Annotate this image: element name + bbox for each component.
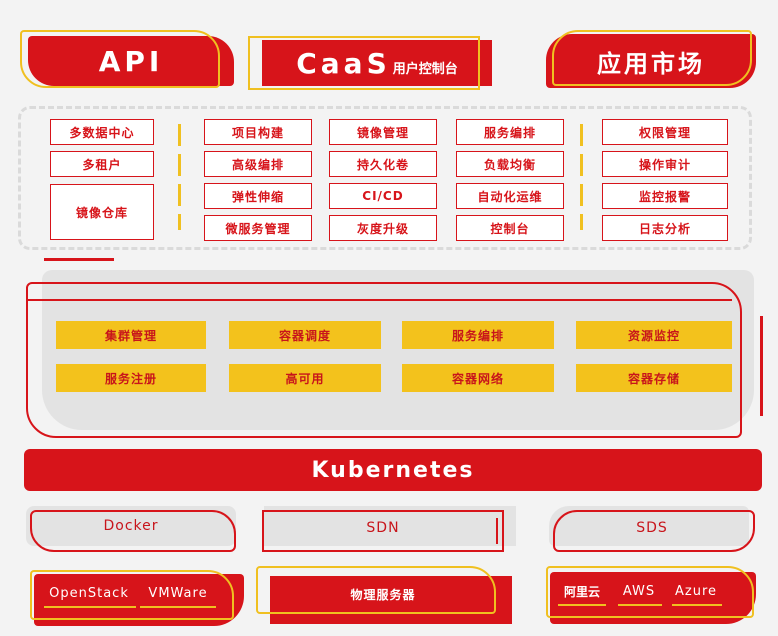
caas-label: CaaS — [296, 46, 391, 80]
kubernetes-label: Kubernetes — [311, 457, 475, 483]
col4-item-2-label: 自动化运维 — [477, 189, 543, 204]
core-row2-item-2-label: 容器网络 — [451, 371, 504, 386]
col1-item-0: 多数据中心 — [50, 119, 154, 145]
core-row2-item-0-label: 服务注册 — [104, 371, 157, 386]
col1-item-2-label: 镜像仓库 — [75, 205, 128, 220]
physical-server-block: 物理服务器 — [256, 566, 512, 626]
core-red-frame — [26, 282, 742, 438]
col5-item-1-label: 操作审计 — [638, 157, 691, 172]
col2-item-0: 项目构建 — [204, 119, 312, 145]
sdn-block: SDN — [262, 506, 516, 552]
col5-item-1: 操作审计 — [602, 151, 728, 177]
docker-label: Docker — [103, 518, 159, 534]
col3-item-1: 持久化卷 — [329, 151, 437, 177]
core-row2-item-1-label: 高可用 — [285, 371, 325, 386]
col1-item-0-label: 多数据中心 — [69, 125, 135, 140]
openstack-label: OpenStack — [49, 585, 129, 601]
api-label: API — [98, 44, 164, 78]
core-row1-item-1: 容器调度 — [229, 321, 381, 349]
col1-item-1: 多租户 — [50, 151, 154, 177]
col2-item-1: 高级编排 — [204, 151, 312, 177]
core-row1-item-1-label: 容器调度 — [278, 328, 331, 343]
col2-item-2: 弹性伸缩 — [204, 183, 312, 209]
col5-item-3: 日志分析 — [602, 215, 728, 241]
sds-label: SDS — [636, 520, 668, 536]
col1-item-2: 镜像仓库 — [50, 184, 154, 240]
core-top-line — [28, 299, 732, 301]
docker-block: Docker — [26, 506, 240, 552]
core-gray-band — [42, 270, 754, 430]
virtualization-block: OpenStack VMWare — [30, 570, 244, 626]
col2-item-0-label: 项目构建 — [231, 125, 284, 140]
aws-label: AWS — [622, 583, 656, 599]
col5-item-0-label: 权限管理 — [638, 125, 691, 140]
col5-item-2-label: 监控报警 — [638, 189, 691, 204]
core-row2-item-3-label: 容器存储 — [627, 371, 680, 386]
core-row1-item-0: 集群管理 — [56, 321, 206, 349]
col4-item-3: 控制台 — [456, 215, 564, 241]
col3-item-3: 灰度升级 — [329, 215, 437, 241]
col4-item-0: 服务编排 — [456, 119, 564, 145]
caas-sub-label: 用户控制台 — [392, 61, 458, 77]
core-row1-item-3: 资源监控 — [576, 321, 732, 349]
col3-item-2: CI/CD — [329, 183, 437, 209]
divider-2 — [580, 124, 583, 230]
col4-item-1: 负载均衡 — [456, 151, 564, 177]
sdn-label: SDN — [366, 520, 400, 536]
col3-item-2-label: CI/CD — [362, 189, 404, 203]
api-block: API — [20, 30, 234, 88]
vmware-label: VMWare — [148, 585, 208, 601]
col5-item-2: 监控报警 — [602, 183, 728, 209]
divider-1 — [178, 124, 181, 230]
col3-item-1-label: 持久化卷 — [356, 157, 409, 172]
app-market-block: 应用市场 — [546, 30, 756, 88]
col2-item-3: 微服务管理 — [204, 215, 312, 241]
core-row1-item-0-label: 集群管理 — [104, 328, 157, 343]
core-row1-item-2-label: 服务编排 — [451, 328, 504, 343]
caas-label-wrap: CaaS 用户控制台 — [262, 40, 492, 86]
col3-item-0-label: 镜像管理 — [356, 125, 409, 140]
core-row2-item-3: 容器存储 — [576, 364, 732, 392]
col4-item-0-label: 服务编排 — [483, 125, 536, 140]
core-right-accent — [760, 316, 763, 416]
col4-item-1-label: 负载均衡 — [483, 157, 536, 172]
col1-item-1-label: 多租户 — [82, 157, 122, 172]
red-accent-line — [44, 258, 114, 261]
col3-item-0: 镜像管理 — [329, 119, 437, 145]
app-market-label: 应用市场 — [597, 49, 705, 78]
core-row1-item-3-label: 资源监控 — [627, 328, 680, 343]
col5-item-3-label: 日志分析 — [638, 221, 691, 236]
core-row2-item-0: 服务注册 — [56, 364, 206, 392]
kubernetes-bar: Kubernetes — [24, 449, 762, 491]
col5-item-0: 权限管理 — [602, 119, 728, 145]
col3-item-3-label: 灰度升级 — [356, 221, 409, 236]
col2-item-3-label: 微服务管理 — [225, 221, 291, 236]
core-row2-item-2: 容器网络 — [402, 364, 554, 392]
cloud-block: 阿里云 AWS Azure — [546, 566, 760, 626]
physical-server-label: 物理服务器 — [350, 587, 416, 602]
col2-item-2-label: 弹性伸缩 — [231, 189, 284, 204]
aliyun-label: 阿里云 — [563, 584, 600, 599]
core-row2-item-1: 高可用 — [229, 364, 381, 392]
sds-block: SDS — [549, 506, 755, 552]
azure-label: Azure — [674, 583, 717, 599]
col4-item-2: 自动化运维 — [456, 183, 564, 209]
console-feature-panel — [18, 106, 752, 250]
col4-item-3-label: 控制台 — [490, 221, 530, 236]
col2-item-1-label: 高级编排 — [231, 157, 284, 172]
caas-block: CaaS 用户控制台 — [248, 36, 492, 90]
core-row1-item-2: 服务编排 — [402, 321, 554, 349]
